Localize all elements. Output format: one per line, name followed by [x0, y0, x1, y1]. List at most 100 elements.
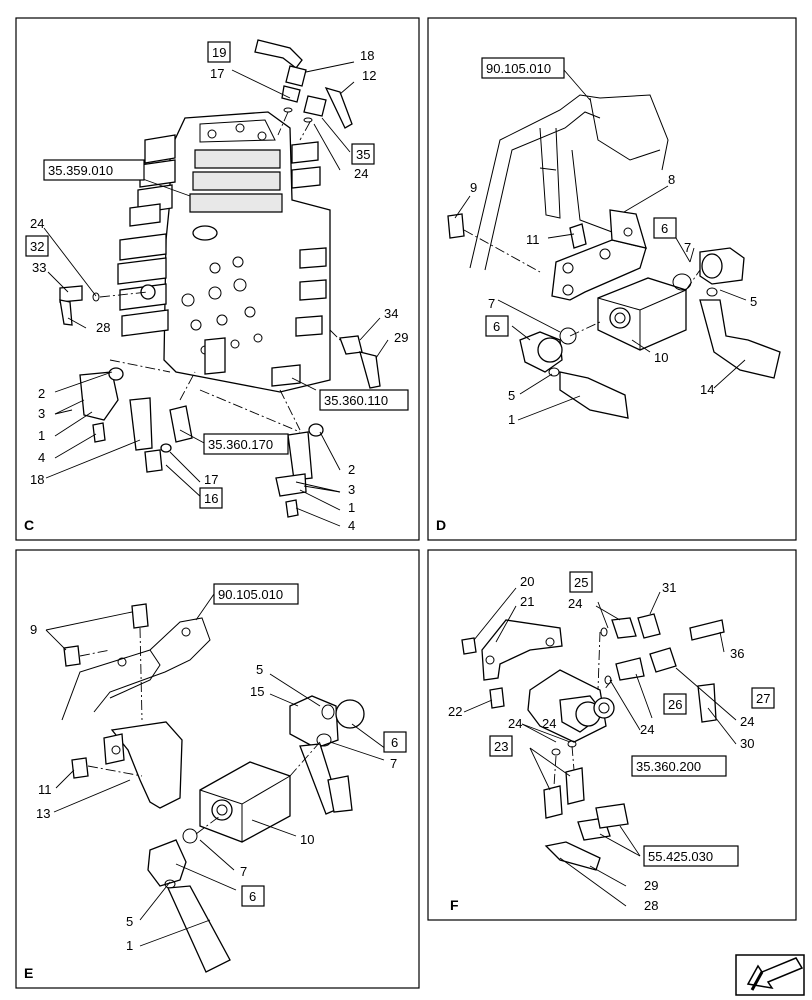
boxed-callout-6-d2-label: 6 — [493, 319, 500, 334]
callout: 13 — [36, 806, 50, 821]
ref-box-35-360-110[interactable] — [319, 389, 409, 411]
callout: 36 — [730, 646, 744, 661]
boxed-callout-26[interactable] — [663, 693, 687, 715]
nav-back-arrow[interactable] — [735, 954, 805, 996]
boxed-callout-35[interactable] — [351, 143, 375, 165]
boxed-callout-6-d1-label: 6 — [661, 221, 668, 236]
callout: 3 — [38, 406, 45, 421]
boxed-callout-6-d1[interactable] — [653, 217, 677, 239]
panel-c-leaders — [43, 61, 389, 527]
panel-c: C — [15, 17, 420, 541]
callout: 24 — [640, 722, 654, 737]
ref-label-35-360-170: 35.360.170 — [208, 437, 273, 452]
boxed-callout-27-label: 27 — [756, 691, 770, 706]
frame-bracket — [469, 94, 669, 271]
boxed-callout-19[interactable] — [207, 41, 231, 63]
callout: 24 — [568, 596, 582, 611]
callout: 4 — [38, 450, 45, 465]
callout: 24 — [30, 216, 44, 231]
boxed-callout-23[interactable] — [489, 735, 513, 757]
ref-label-35-360-110: 35.360.110 — [324, 393, 388, 408]
callout: 2 — [348, 462, 355, 477]
bottom-left-cartridge — [79, 359, 196, 473]
panel-c-frame — [15, 17, 420, 541]
ref-label-90-105-010-d: 90.105.010 — [486, 61, 551, 76]
panel-e-letter: E — [24, 965, 33, 981]
boxed-callout-25[interactable] — [569, 571, 593, 593]
callout: 7 — [390, 756, 397, 771]
callout: 11 — [38, 782, 52, 797]
boxed-callout-6-e2[interactable] — [241, 885, 265, 907]
callout: 24 — [508, 716, 522, 731]
callout: 17 — [210, 66, 224, 81]
callout: 15 — [250, 684, 264, 699]
callout: 5 — [256, 662, 263, 677]
callout: 1 — [508, 412, 515, 427]
callout: 18 — [30, 472, 44, 487]
elbow-fitting-left-d — [519, 321, 629, 419]
callout: 9 — [30, 622, 37, 637]
callout: 1 — [348, 500, 355, 515]
callout: 4 — [348, 518, 355, 533]
boxed-callout-35-label: 35 — [356, 147, 370, 162]
callout: 10 — [300, 832, 314, 847]
mount-bracket-f — [461, 619, 563, 709]
ref-box-35-360-200[interactable] — [631, 755, 727, 777]
boxed-callout-6-e2-label: 6 — [249, 889, 256, 904]
callout: 18 — [360, 48, 374, 63]
panel-d-leaders — [454, 69, 747, 421]
panel-c-letter: C — [24, 517, 34, 533]
ref-label-55-425-030: 55.425.030 — [648, 849, 713, 864]
callout: 7 — [684, 240, 691, 255]
callout: 20 — [520, 574, 534, 589]
boxed-callout-32-label: 32 — [30, 239, 44, 254]
frame-bracket-e — [61, 603, 211, 721]
control-valve-block — [117, 111, 331, 393]
callout: 5 — [750, 294, 757, 309]
callout: 24 — [542, 716, 556, 731]
ref-box-35-359-010[interactable] — [43, 159, 145, 181]
callout: 29 — [644, 878, 658, 893]
callout: 21 — [520, 594, 534, 609]
callout: 33 — [32, 260, 46, 275]
fitting-group-top — [254, 39, 353, 141]
valve-mount-plate — [447, 209, 647, 301]
boxed-callout-16[interactable] — [199, 487, 223, 509]
callout: 24 — [740, 714, 754, 729]
fitting-group-right — [329, 329, 381, 389]
callout: 7 — [488, 296, 495, 311]
callout: 34 — [384, 306, 398, 321]
boxed-callout-27[interactable] — [751, 687, 775, 709]
panel-f-letter: F — [450, 897, 459, 913]
callout: 28 — [644, 898, 658, 913]
panel-f: F — [427, 549, 797, 921]
panel-e-leaders — [45, 593, 391, 947]
callout: 2 — [38, 386, 45, 401]
ref-box-90-105-010-d[interactable] — [481, 57, 565, 79]
panel-e-frame — [15, 549, 420, 989]
callout: 24 — [354, 166, 368, 181]
boxed-callout-26-label: 26 — [668, 697, 682, 712]
callout: 5 — [126, 914, 133, 929]
boxed-callout-16-label: 16 — [204, 491, 218, 506]
boxed-callout-25-label: 25 — [574, 575, 588, 590]
ref-label-35-359-010: 35.359.010 — [48, 163, 113, 178]
boxed-callout-6-d2[interactable] — [485, 315, 509, 337]
ref-box-90-105-010-e[interactable] — [213, 583, 299, 605]
callout: 1 — [126, 938, 133, 953]
top-fittings-f — [597, 613, 725, 723]
ref-box-35-360-170[interactable] — [203, 433, 289, 455]
boxed-callout-6-e1[interactable] — [383, 731, 407, 753]
panel-d-frame — [427, 17, 797, 541]
boxed-callout-32[interactable] — [25, 235, 49, 257]
ref-label-90-105-010-e: 90.105.010 — [218, 587, 283, 602]
elbow-fitting-right-d — [672, 247, 781, 379]
callout: 7 — [240, 864, 247, 879]
arrow-back-icon — [746, 957, 804, 991]
callout: 5 — [508, 388, 515, 403]
callout: 8 — [668, 172, 675, 187]
boxed-callout-23-label: 23 — [494, 739, 508, 754]
callout: 30 — [740, 736, 754, 751]
ref-box-55-425-030[interactable] — [643, 845, 739, 867]
